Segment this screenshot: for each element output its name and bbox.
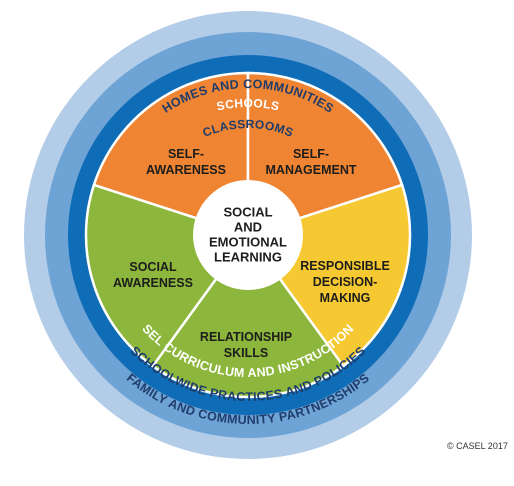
center-label-line: EMOTIONAL xyxy=(209,235,287,250)
schools-label: SCHOOLS xyxy=(215,96,280,114)
label-line: RELATIONSHIP xyxy=(200,330,292,344)
wedge-relationship-skills xyxy=(151,232,345,399)
label-line: DECISION- xyxy=(313,275,378,289)
label-line: MANAGEMENT xyxy=(266,163,357,177)
wedge-self-awareness xyxy=(92,71,250,237)
competency-labels: SELF- AWARENESS SELF- MANAGEMENT RESPONSIBLE… xyxy=(113,147,390,360)
label-line: AWARENESS xyxy=(146,163,226,177)
copyright-notice: © CASEL 2017 xyxy=(447,441,508,451)
label-line: SELF- xyxy=(168,147,204,161)
center-circle xyxy=(193,180,303,290)
label-line: AWARENESS xyxy=(113,276,193,290)
label-self-management: SELF- MANAGEMENT xyxy=(266,147,357,177)
center-label-line: SOCIAL xyxy=(223,205,272,220)
label-line: SELF- xyxy=(293,147,329,161)
center-label-line: AND xyxy=(234,220,262,235)
label-relationship-skills: RELATIONSHIP SKILLS xyxy=(200,330,292,360)
label-social-awareness: SOCIAL AWARENESS xyxy=(113,260,193,290)
label-responsible-decision-making: RESPONSIBLE DECISION- MAKING xyxy=(300,259,390,305)
label-line: SOCIAL xyxy=(129,260,177,274)
center-label-line: LEARNING xyxy=(214,250,282,265)
label-line: SKILLS xyxy=(224,346,268,360)
wedge-self-management xyxy=(246,71,404,237)
label-line: RESPONSIBLE xyxy=(300,259,390,273)
label-line: MAKING xyxy=(320,291,371,305)
label-self-awareness: SELF- AWARENESS xyxy=(146,147,226,177)
